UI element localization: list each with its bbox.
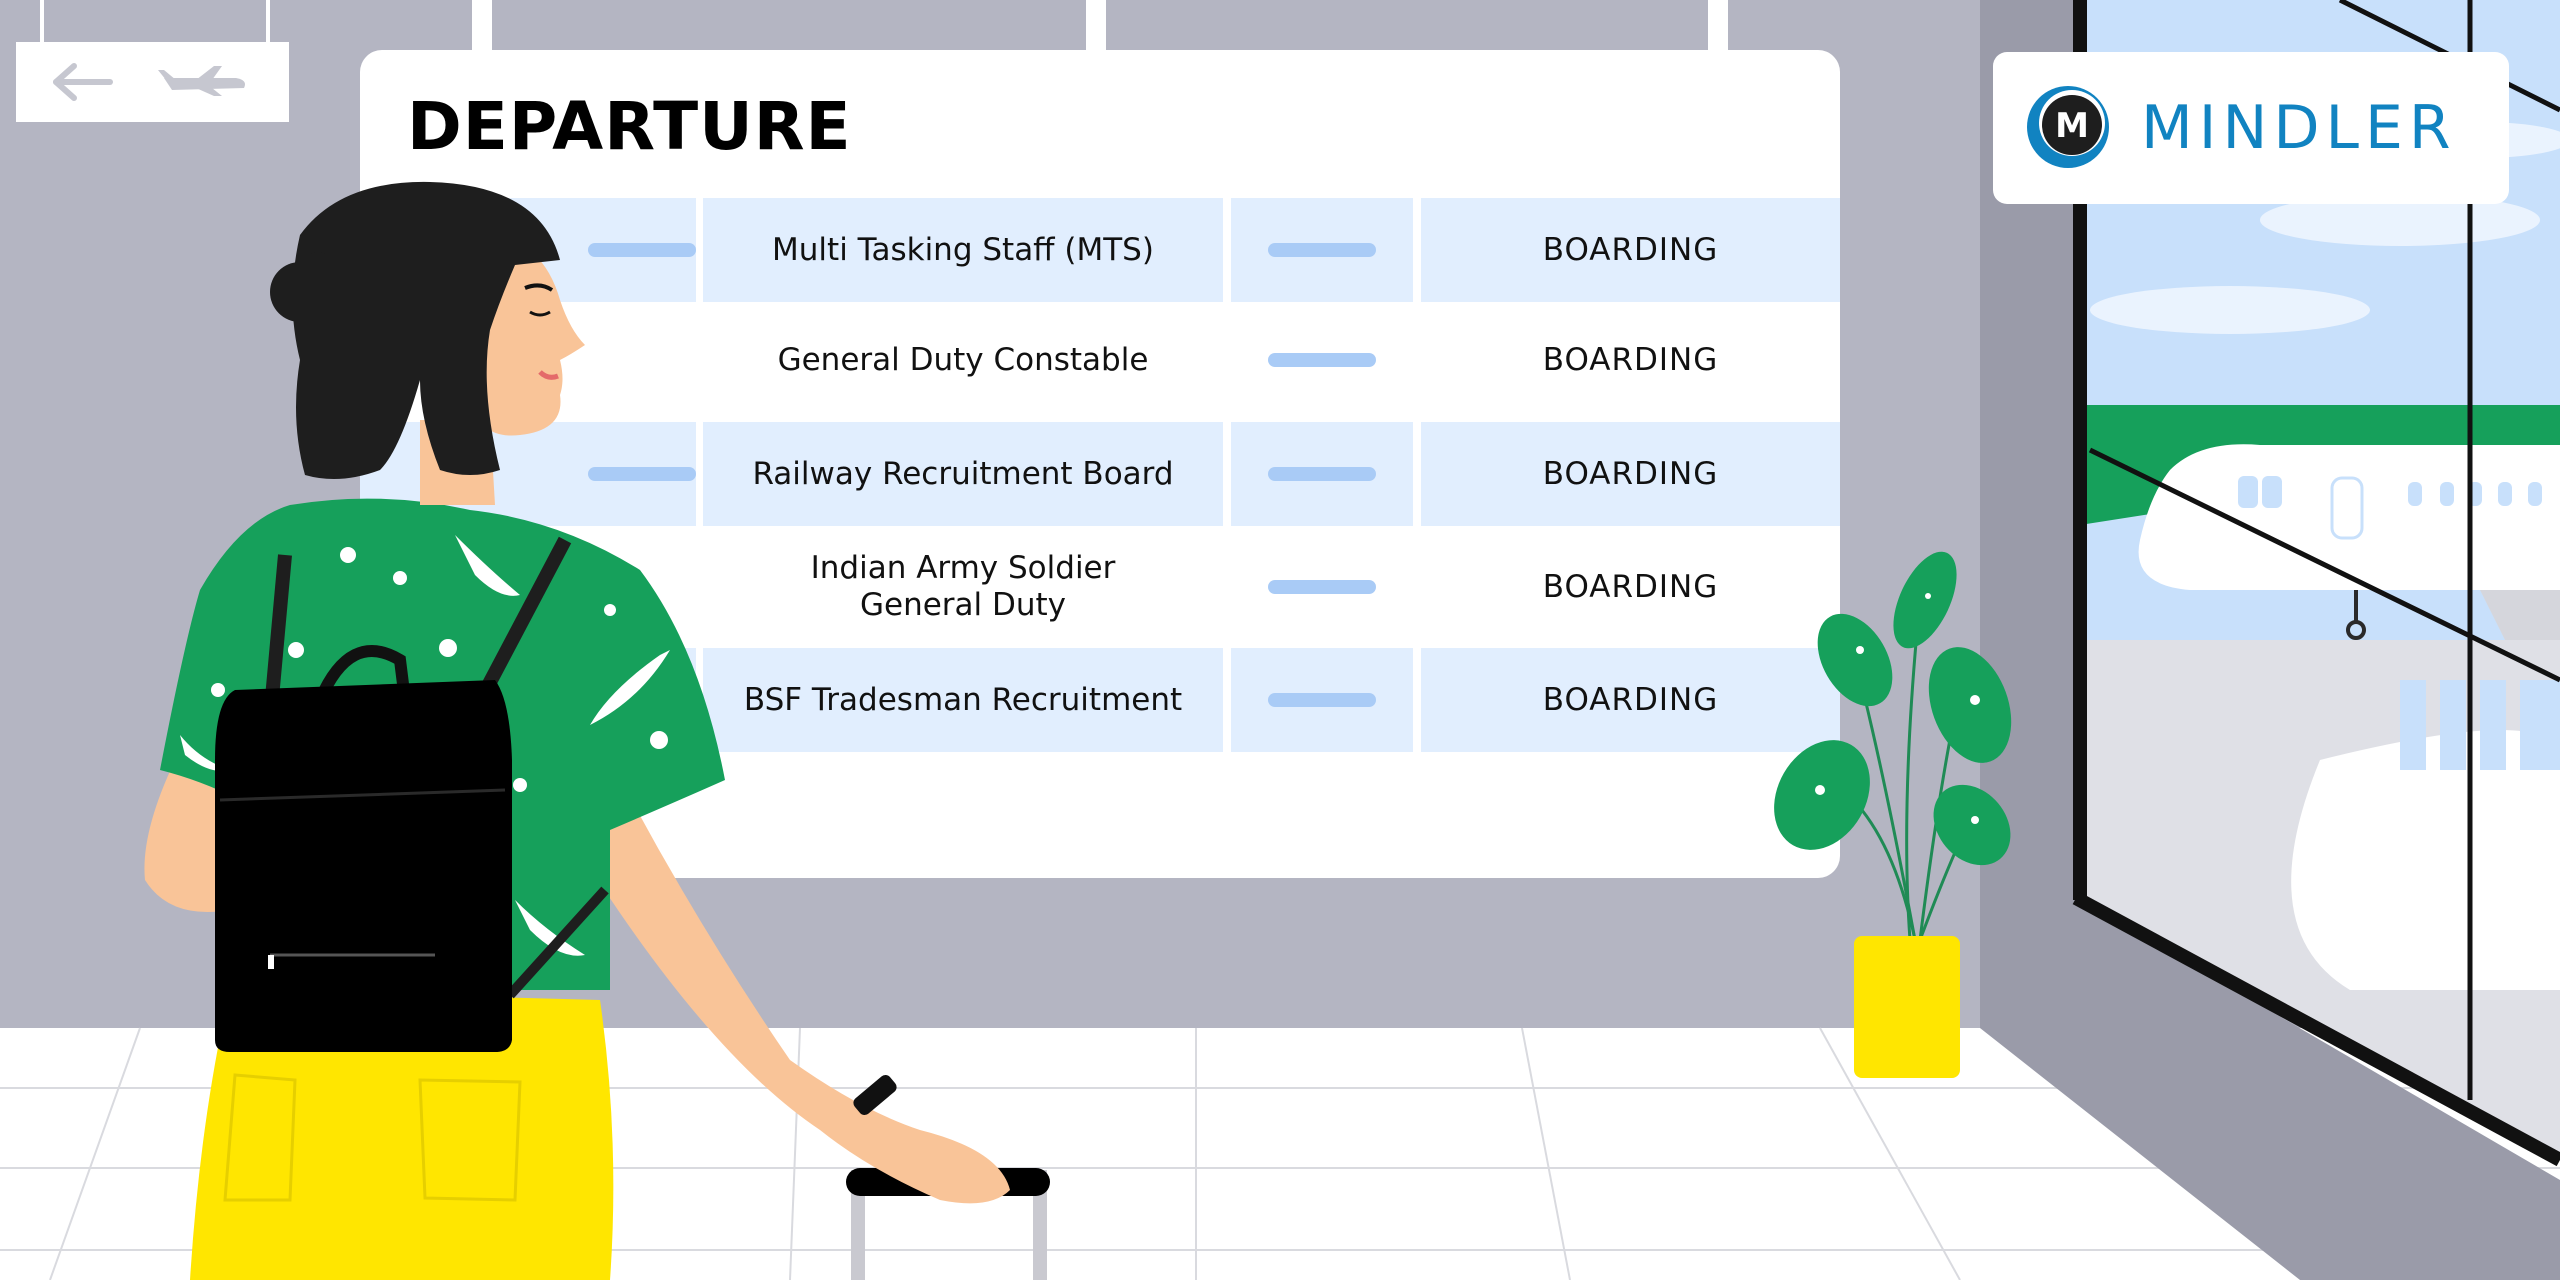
placeholder-bar	[588, 243, 696, 257]
board-row: Railway Recruitment Board BOARDING	[360, 422, 1840, 526]
board-row: Indian Army Soldier General Duty BOARDIN…	[360, 535, 1840, 639]
board-row: General Duty Constable BOARDING	[360, 308, 1840, 412]
board-row: Multi Tasking Staff (MTS) BOARDING	[360, 198, 1840, 302]
row-status: BOARDING	[1421, 198, 1840, 302]
logo-letter: M	[2055, 106, 2089, 146]
row-status: BOARDING	[1542, 569, 1719, 605]
board-title: DEPARTURE	[407, 88, 852, 165]
placeholder-bar	[1268, 580, 1376, 594]
row-status: BOARDING	[1542, 342, 1719, 378]
row-name: General Duty Constable	[777, 341, 1149, 378]
row-status: BOARDING	[1421, 648, 1840, 752]
row-name: Railway Recruitment Board	[703, 422, 1223, 526]
row-name: Multi Tasking Staff (MTS)	[703, 198, 1223, 302]
row-gate-cell	[1231, 198, 1413, 302]
mindler-logo-icon: M	[2027, 86, 2109, 168]
row-gate-cell	[1231, 535, 1413, 639]
row-gate-cell	[1231, 308, 1413, 412]
row-status: BOARDING	[1421, 422, 1840, 526]
placeholder-bar	[1268, 693, 1376, 707]
row-gate-cell	[1231, 422, 1413, 526]
placeholder-bar	[1268, 243, 1376, 257]
placeholder-bar	[1268, 353, 1376, 367]
row-name: BSF Tradesman Recruitment	[703, 648, 1223, 752]
brand-name: MINDLER	[2141, 93, 2457, 163]
placeholder-bar	[588, 467, 696, 481]
row-name: Indian Army Soldier General Duty	[810, 550, 1116, 623]
placeholder-bar	[1268, 467, 1376, 481]
row-gate-cell	[1231, 648, 1413, 752]
